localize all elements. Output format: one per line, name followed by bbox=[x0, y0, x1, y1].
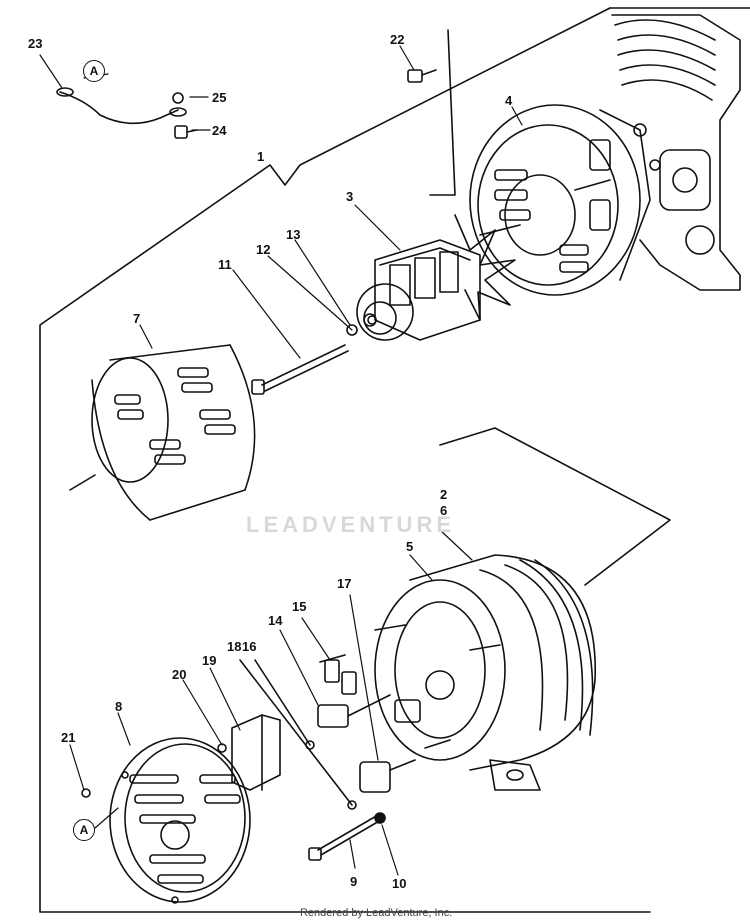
callout-21: 21 bbox=[61, 730, 76, 745]
leader-18 bbox=[239, 659, 353, 806]
bolt-24 bbox=[174, 125, 198, 139]
capacitor-19 bbox=[231, 714, 281, 791]
callout-8: 8 bbox=[115, 699, 123, 714]
leader-lines bbox=[39, 45, 523, 876]
end-cover-8 bbox=[109, 737, 251, 904]
reference-marker-a-bottom: A bbox=[73, 819, 95, 841]
callout-2: 2 bbox=[440, 487, 448, 502]
brush-holder-14 bbox=[317, 694, 391, 728]
callout-13: 13 bbox=[286, 227, 301, 242]
callout-3: 3 bbox=[346, 189, 354, 204]
through-bolt-9 bbox=[308, 814, 382, 861]
callout-17: 17 bbox=[337, 576, 352, 591]
callout-19: 19 bbox=[202, 653, 217, 668]
footer-credit: Rendered by LeadVenture, Inc. bbox=[300, 907, 453, 919]
callout-7: 7 bbox=[133, 311, 141, 326]
callout-15: 15 bbox=[292, 599, 307, 614]
washer-13 bbox=[367, 315, 377, 325]
callout-6: 6 bbox=[440, 503, 448, 518]
callout-16: 16 bbox=[242, 639, 257, 654]
screw-21 bbox=[81, 788, 91, 798]
stator-bracket-lines bbox=[439, 427, 671, 586]
leader-16 bbox=[254, 659, 311, 746]
callout-12: 12 bbox=[256, 242, 271, 257]
washer-12 bbox=[346, 324, 358, 336]
ground-wire-23 bbox=[56, 87, 187, 125]
nut-25 bbox=[172, 92, 184, 104]
callout-23: 23 bbox=[28, 36, 43, 51]
rectifier-17 bbox=[359, 759, 416, 793]
watermark-text: LEADVENTURE bbox=[246, 512, 456, 537]
brush-15 bbox=[319, 654, 357, 695]
callout-9: 9 bbox=[350, 874, 358, 889]
callout-1: 1 bbox=[257, 149, 265, 164]
engine-block bbox=[611, 14, 741, 291]
through-bolt bbox=[251, 344, 349, 395]
washer-10 bbox=[374, 812, 386, 824]
callout-22: 22 bbox=[390, 32, 405, 47]
bolt-22 bbox=[407, 69, 437, 83]
ventilation-band bbox=[91, 344, 256, 521]
reference-marker-a-top: A bbox=[83, 60, 105, 82]
callout-5: 5 bbox=[406, 539, 414, 554]
callout-20: 20 bbox=[172, 667, 187, 682]
callout-4: 4 bbox=[505, 93, 513, 108]
callout-18: 18 bbox=[227, 639, 242, 654]
callout-25: 25 bbox=[212, 90, 227, 105]
engine-adapter-housing bbox=[469, 104, 651, 296]
assembly-outline bbox=[39, 7, 750, 913]
callout-11: 11 bbox=[218, 257, 232, 272]
callout-14: 14 bbox=[268, 613, 283, 628]
callout-24: 24 bbox=[212, 123, 227, 138]
callout-10: 10 bbox=[392, 876, 407, 891]
band-bracket-lines bbox=[69, 474, 96, 491]
screw-18 bbox=[347, 800, 357, 810]
stator-assembly bbox=[374, 554, 596, 791]
rotor-assembly bbox=[356, 214, 516, 341]
